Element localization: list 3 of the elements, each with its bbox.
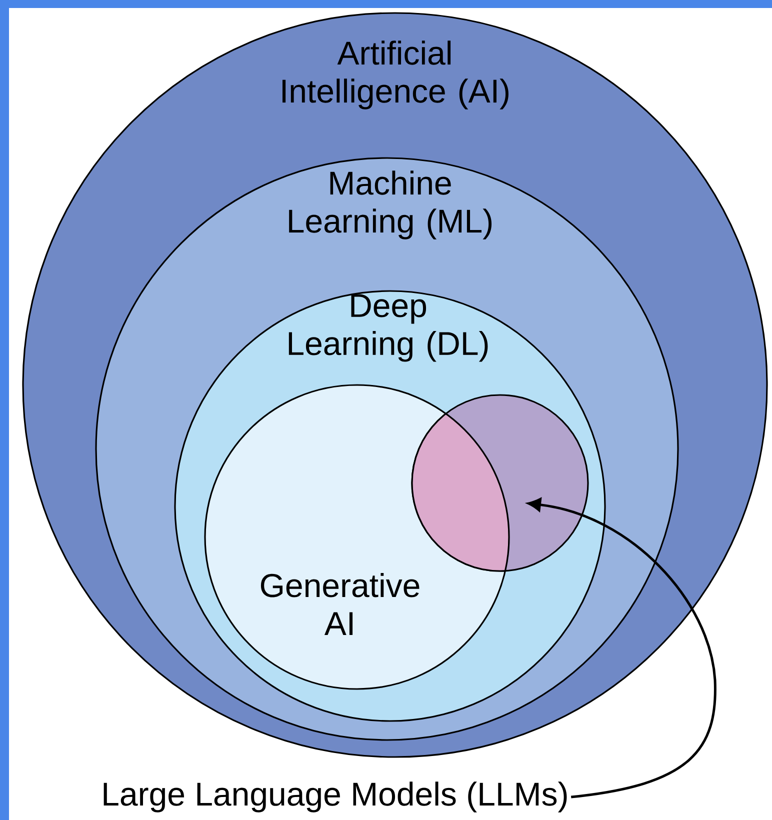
- arrow: [528, 498, 716, 798]
- circle: [411, 394, 589, 572]
- caption-text: Large Language Models (LLMs): [104, 782, 567, 812]
